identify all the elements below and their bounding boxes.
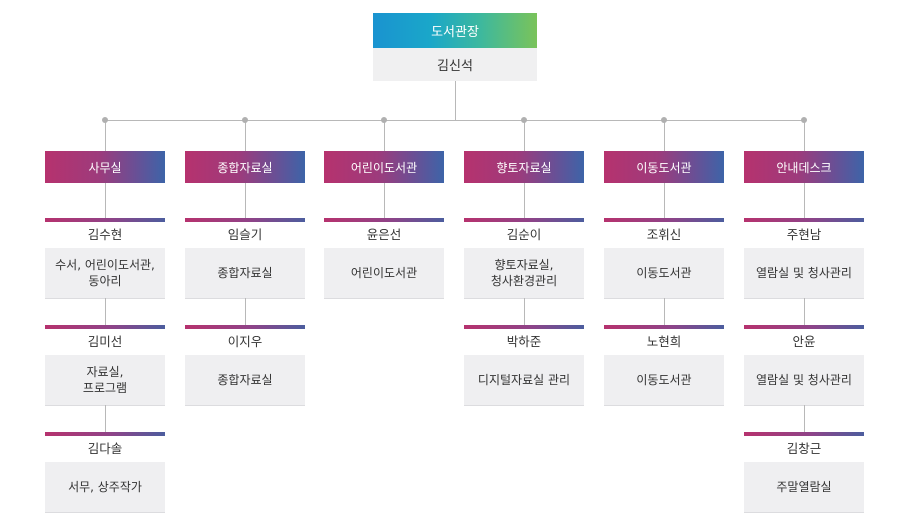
branch-dot	[102, 117, 108, 123]
staff-role: 이동도서관	[604, 355, 724, 405]
dept-connector	[664, 183, 665, 218]
staff-accent-bar	[324, 218, 444, 222]
branch-dot	[381, 117, 387, 123]
director-connector	[455, 81, 456, 120]
dept-connector	[384, 183, 385, 218]
staff-role: 종합자료실	[185, 248, 305, 298]
staff-name: 김수현	[87, 227, 123, 242]
staff-role: 어린이도서관	[324, 248, 444, 298]
staff-role: 열람실 및 청사관리	[744, 355, 864, 405]
branch-dot	[242, 117, 248, 123]
director-name-box: 김신석	[373, 48, 537, 81]
staff-name: 안윤	[792, 334, 816, 349]
staff-name: 김순이	[506, 227, 542, 242]
staff-name: 임슬기	[227, 227, 263, 242]
staff-role: 수서, 어린이도서관, 동아리	[45, 248, 165, 298]
staff-name: 김미선	[87, 334, 123, 349]
dept-connector	[524, 183, 525, 218]
department-header: 이동도서관	[604, 151, 724, 183]
staff-accent-bar	[185, 325, 305, 329]
branch-line	[105, 120, 805, 121]
branch-drop-line	[524, 120, 525, 151]
staff-name: 노현희	[646, 334, 682, 349]
staff-name: 주현남	[786, 227, 822, 242]
staff-connector	[524, 298, 525, 325]
staff-accent-bar	[45, 432, 165, 436]
staff-accent-bar	[744, 432, 864, 436]
staff-accent-bar	[744, 325, 864, 329]
branch-dot	[661, 117, 667, 123]
branch-drop-line	[245, 120, 246, 151]
staff-role: 이동도서관	[604, 248, 724, 298]
staff-connector	[245, 298, 246, 325]
staff-role: 서무, 상주작가	[45, 462, 165, 512]
staff-connector	[804, 298, 805, 325]
staff-name: 윤은선	[366, 227, 402, 242]
branch-drop-line	[804, 120, 805, 151]
staff-role: 종합자료실	[185, 355, 305, 405]
dept-connector	[804, 183, 805, 218]
staff-role: 향토자료실, 청사환경관리	[464, 248, 584, 298]
branch-dot	[801, 117, 807, 123]
staff-connector	[804, 405, 805, 432]
staff-accent-bar	[604, 325, 724, 329]
department-header: 안내데스크	[744, 151, 864, 183]
staff-accent-bar	[185, 218, 305, 222]
branch-drop-line	[664, 120, 665, 151]
department-header: 향토자료실	[464, 151, 584, 183]
staff-accent-bar	[45, 325, 165, 329]
staff-accent-bar	[45, 218, 165, 222]
staff-name: 이지우	[227, 334, 263, 349]
staff-role: 주말열람실	[744, 462, 864, 512]
staff-role: 디지털자료실 관리	[464, 355, 584, 405]
staff-accent-bar	[464, 325, 584, 329]
staff-role: 열람실 및 청사관리	[744, 248, 864, 298]
director-title-box: 도서관장	[373, 13, 537, 48]
staff-name: 조휘신	[646, 227, 682, 242]
branch-drop-line	[384, 120, 385, 151]
staff-accent-bar	[604, 218, 724, 222]
staff-connector	[105, 298, 106, 325]
department-header: 사무실	[45, 151, 165, 183]
dept-connector	[105, 183, 106, 218]
staff-name: 김창근	[786, 441, 822, 456]
staff-connector	[664, 298, 665, 325]
dept-connector	[245, 183, 246, 218]
branch-dot	[521, 117, 527, 123]
staff-connector	[105, 405, 106, 432]
staff-name: 박하준	[506, 334, 542, 349]
staff-role: 자료실, 프로그램	[45, 355, 165, 405]
staff-name: 김다솔	[87, 441, 123, 456]
staff-accent-bar	[744, 218, 864, 222]
branch-drop-line	[105, 120, 106, 151]
department-header: 어린이도서관	[324, 151, 444, 183]
department-header: 종합자료실	[185, 151, 305, 183]
staff-accent-bar	[464, 218, 584, 222]
